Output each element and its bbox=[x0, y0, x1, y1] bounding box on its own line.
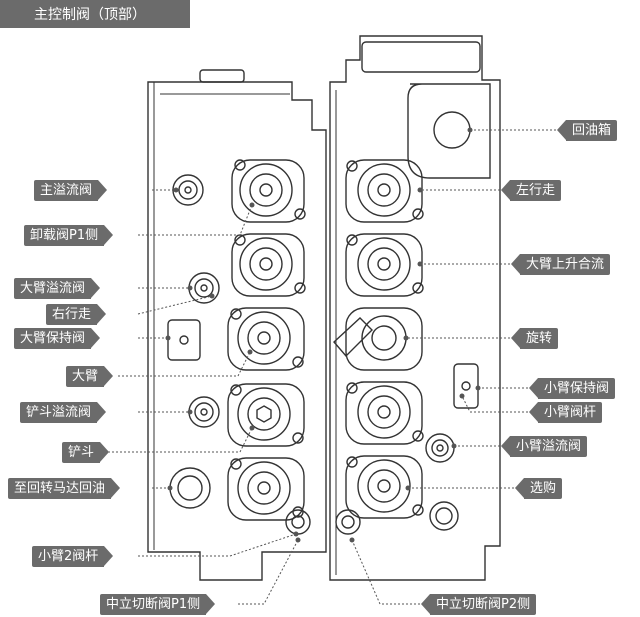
leader-lines bbox=[104, 129, 560, 605]
label-bucket-relief-valve: 铲斗溢流阀 bbox=[20, 402, 107, 423]
diagram-title: 主控制阀（顶部） bbox=[34, 7, 146, 23]
label-arm-spool: 小臂阀杆 bbox=[528, 402, 603, 423]
left-top-port bbox=[199, 69, 245, 83]
right-spools bbox=[333, 159, 424, 519]
label-optional: 选购 bbox=[514, 478, 563, 499]
label-boom-raise-confluence: 大臂上升合流 bbox=[510, 254, 611, 275]
label-bucket: 铲斗 bbox=[62, 442, 110, 463]
right-valve-block bbox=[329, 35, 501, 581]
label-boom-relief-valve: 大臂溢流阀 bbox=[14, 278, 101, 299]
label-arm-holding-valve: 小臂保持阀 bbox=[528, 378, 616, 399]
left-spools bbox=[227, 159, 306, 521]
label-main-relief-valve: 主溢流阀 bbox=[34, 180, 108, 201]
return-tank-hole bbox=[433, 111, 471, 149]
label-left-travel: 左行走 bbox=[500, 180, 562, 201]
right-top-cap bbox=[361, 41, 481, 73]
label-boom-holding-valve: 大臂保持阀 bbox=[14, 328, 101, 349]
label-right-travel: 右行走 bbox=[46, 304, 107, 325]
title-notch bbox=[172, 0, 186, 28]
label-boom: 大臂 bbox=[66, 366, 114, 387]
label-unload-valve-p1: 卸载阀P1侧 bbox=[24, 225, 114, 246]
title-bar: 主控制阀（顶部） bbox=[0, 0, 190, 28]
left-block-edge bbox=[153, 82, 290, 550]
label-swing-motor-return: 至回转马达回油 bbox=[8, 478, 121, 499]
leader-dots bbox=[165, 127, 481, 543]
label-arm-relief-valve: 小臂溢流阀 bbox=[500, 436, 588, 457]
label-swing: 旋转 bbox=[510, 328, 559, 349]
return-tank-port bbox=[407, 83, 491, 179]
left-valve-block bbox=[147, 81, 327, 581]
label-return-tank: 回油箱 bbox=[556, 120, 618, 141]
label-arm2-spool: 小臂2阀杆 bbox=[32, 546, 114, 567]
label-neutral-cut-p2: 中立切断阀P2侧 bbox=[420, 594, 537, 615]
label-neutral-cut-p1: 中立切断阀P1侧 bbox=[100, 594, 216, 615]
